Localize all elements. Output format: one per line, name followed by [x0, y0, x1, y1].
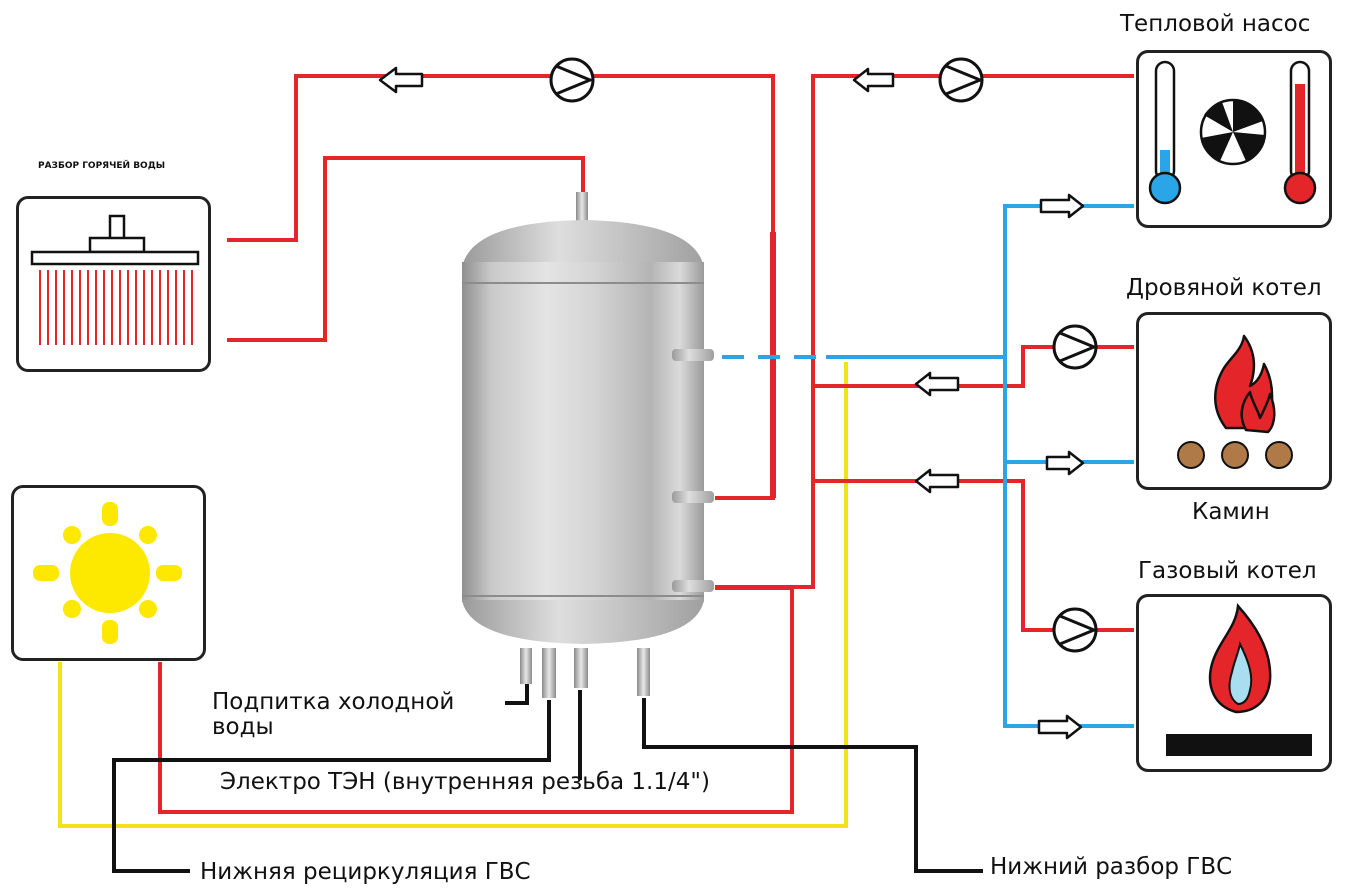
gas-boiler-label: Газовый котел	[1138, 558, 1317, 584]
connection-leaders	[112, 683, 983, 873]
fan-icon	[1199, 98, 1267, 166]
thermometer-cold-icon	[1148, 60, 1182, 205]
cold-water-label-line2: воды	[212, 714, 274, 740]
wood-boiler-label: Дровяной котел	[1126, 275, 1322, 301]
electric-heater-label: Электро ТЭН (внутренняя резьба 1.1/4")	[220, 769, 710, 795]
hot-water-draw-label: РАЗБОР ГОРЯЧЕЙ ВОДЫ	[38, 161, 166, 171]
logs-icon	[1177, 441, 1293, 469]
sun-icon	[33, 502, 182, 644]
flow-arrow-icon	[378, 66, 1085, 740]
heat-pump-label: Тепловой насос	[1120, 11, 1311, 37]
lower-draw-label: Нижний разбор ГВС	[990, 854, 1233, 880]
pump-icon	[549, 57, 1098, 653]
fire-icon	[1214, 334, 1276, 434]
fireplace-label: Камин	[1192, 499, 1270, 525]
shower-icon	[30, 214, 200, 345]
solar-loop	[58, 362, 848, 828]
lower-recirculation-label: Нижняя рециркуляция ГВС	[200, 859, 531, 885]
gas-flame-icon	[1166, 603, 1312, 756]
storage-tank	[462, 192, 714, 698]
thermometer-hot-icon	[1283, 60, 1317, 205]
cold-water-label-line1: Подпитка холодной	[212, 689, 455, 715]
